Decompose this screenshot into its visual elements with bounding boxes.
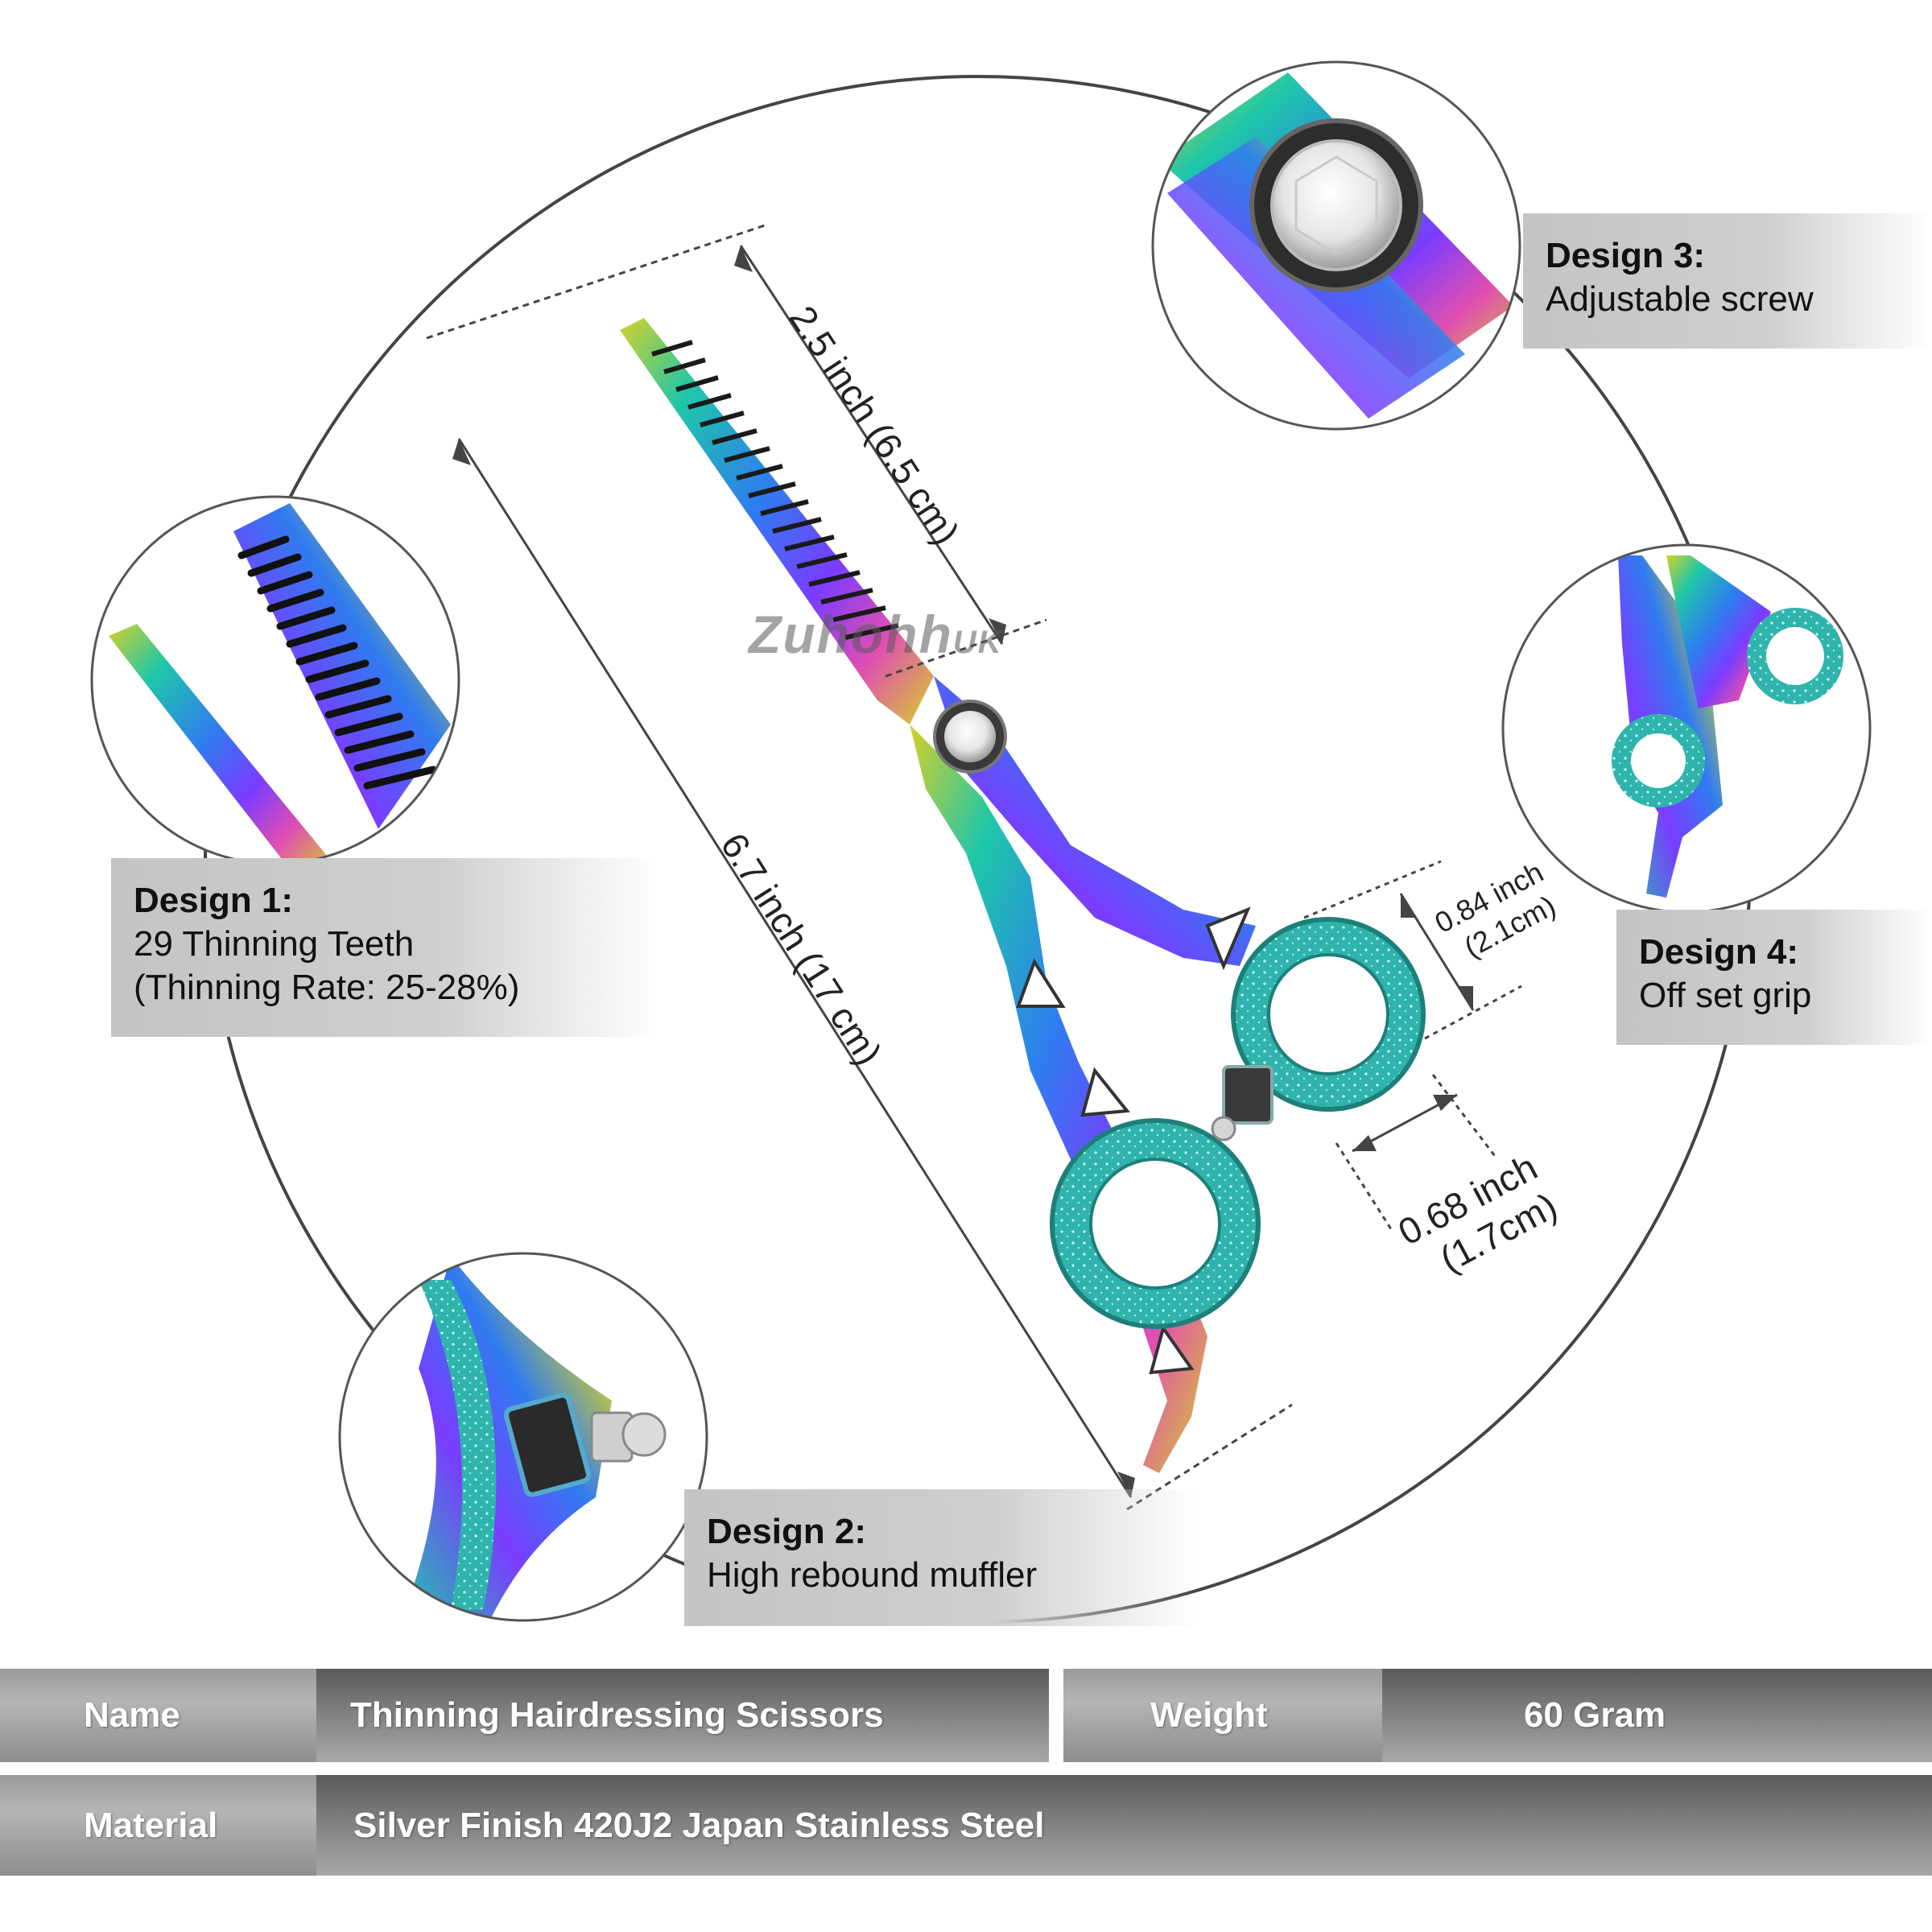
spec-spacer [1049, 1669, 1063, 1762]
dimension-arrowheads [452, 246, 1473, 1497]
design-2-label: Design 2: High rebound muffler [684, 1489, 1199, 1626]
scissors-product-icon [620, 318, 1426, 1473]
design-1-title: Design 1: [134, 881, 294, 920]
design-1-line-1: 29 Thinning Teeth [134, 924, 415, 964]
watermark-brand: Zuhohh [749, 605, 953, 664]
muffler-closeup-icon [340, 1253, 707, 1620]
spec-row-name-weight: Name Thinning Hairdressing Scissors Weig… [0, 1669, 1932, 1762]
grip-closeup-icon [1503, 545, 1870, 912]
spec-row-material: Material Silver Finish 420J2 Japan Stain… [0, 1775, 1932, 1876]
brand-watermark: ZuhohhUK [749, 604, 1003, 665]
design-2-line-1: High rebound muffler [707, 1555, 1038, 1595]
design-1-line-2: (Thinning Rate: 25-28%) [134, 968, 520, 1007]
spec-material-label: Material [0, 1775, 316, 1876]
design-4-title: Design 4: [1639, 932, 1799, 972]
screw-closeup-icon [1153, 62, 1520, 429]
spec-weight-label: Weight [1063, 1669, 1382, 1762]
spec-name-label: Name [0, 1669, 316, 1762]
design-4-label: Design 4: Off set grip [1616, 910, 1932, 1045]
design-3-line-1: Adjustable screw [1546, 279, 1814, 319]
spec-weight-value: 60 Gram [1382, 1669, 1932, 1762]
design-3-title: Design 3: [1546, 236, 1706, 275]
watermark-suffix: UK [952, 625, 1003, 660]
design-3-label: Design 3: Adjustable screw [1523, 213, 1932, 349]
spec-material-value: Silver Finish 420J2 Japan Stainless Stee… [316, 1775, 1932, 1876]
spec-name-value: Thinning Hairdressing Scissors [316, 1669, 1049, 1762]
design-1-label: Design 1: 29 Thinning Teeth (Thinning Ra… [111, 858, 658, 1037]
teeth-closeup-icon [92, 497, 459, 864]
design-2-title: Design 2: [707, 1512, 867, 1551]
design-4-line-1: Off set grip [1639, 976, 1812, 1015]
